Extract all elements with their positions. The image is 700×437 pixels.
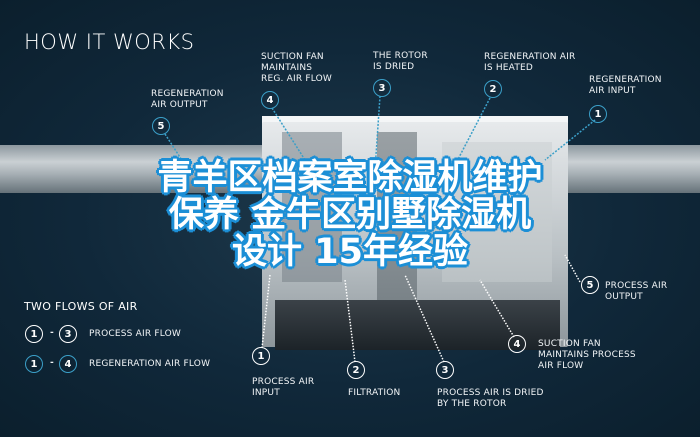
process-step-2-marker: 2	[347, 361, 365, 379]
overlay-line-2: 保养 金牛区别墅除湿机	[168, 195, 532, 235]
process-step-5-marker: 5	[581, 276, 599, 294]
overlay-caption: 青羊区档案室除湿机维护 保养 金牛区别墅除湿机 设计 15年经验	[0, 160, 700, 271]
legend-label: REGENERATION AIR FLOW	[89, 359, 211, 369]
process-step-1-label: PROCESS AIR INPUT	[252, 377, 315, 398]
regeneration-step-1-label: REGENERATION AIR INPUT	[589, 75, 662, 96]
regeneration-step-3-label: THE ROTOR IS DRIED	[373, 51, 428, 72]
process-step-2-label: FILTRATION	[348, 388, 401, 398]
legend-separator: -	[50, 328, 54, 338]
process-step-1-marker: 1	[252, 347, 270, 365]
regeneration-step-4-label: SUCTION FAN MAINTAINS REG. AIR FLOW	[261, 52, 333, 84]
legend-title: TWO FLOWS OF AIR	[24, 300, 138, 313]
regeneration-step-4-marker: 4	[261, 91, 279, 109]
dehumidifier-unit	[262, 122, 568, 347]
legend-to-marker: 3	[59, 325, 77, 343]
legend-separator: -	[50, 358, 54, 368]
process-step-5-label: PROCESS AIR OUTPUT	[605, 281, 668, 302]
regeneration-step-2-label: REGENERATION AIR IS HEATED	[484, 52, 576, 73]
regeneration-step-2-marker: 2	[484, 80, 502, 98]
process-step-3-marker: 3	[436, 361, 454, 379]
title: HOW IT WORKS	[24, 30, 195, 54]
regeneration-step-5-marker: 5	[152, 117, 170, 135]
regeneration-step-1-marker: 1	[589, 105, 607, 123]
legend-from-marker: 1	[25, 325, 43, 343]
regeneration-step-5-label: REGENERATION AIR OUTPUT	[151, 89, 224, 110]
legend-to-marker: 4	[59, 355, 77, 373]
overlay-line-3: 设计 15年经验	[232, 232, 468, 272]
process-step-4-marker: 4	[508, 335, 526, 353]
regeneration-step-3-marker: 3	[373, 79, 391, 97]
machine-top	[262, 116, 568, 126]
process-step-4-label: SUCTION FAN MAINTAINS PROCESS AIR FLOW	[538, 339, 636, 371]
legend-label: PROCESS AIR FLOW	[89, 329, 182, 339]
process-step-3-label: PROCESS AIR IS DRIED BY THE ROTOR	[437, 388, 544, 409]
legend-from-marker: 1	[25, 355, 43, 373]
overlay-line-1: 青羊区档案室除湿机维护	[157, 158, 543, 198]
